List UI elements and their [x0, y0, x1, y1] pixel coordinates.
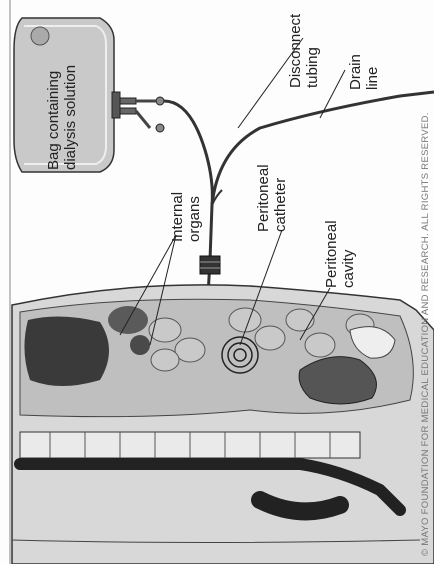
copyright-group: © MAYO FOUNDATION FOR MEDICAL EDUCATION …: [420, 112, 431, 556]
label-catheter: Peritoneal catheter: [255, 164, 289, 232]
catheter-connector: [200, 256, 220, 274]
organs-label-line1: Internal: [169, 192, 186, 242]
organs-label-line2: organs: [186, 196, 203, 242]
disconnect-label-line1: Disconnect: [287, 13, 304, 88]
label-cavity: Peritoneal cavity: [323, 220, 357, 288]
catheter-label-line1: Peritoneal: [255, 164, 272, 232]
disconnect-label-line2: tubing: [304, 47, 321, 88]
label-disconnect: Disconnect tubing: [287, 13, 321, 88]
dialysis-bag: [14, 18, 164, 172]
drain-label-line2: line: [364, 67, 381, 90]
drain-label-line1: Drain: [347, 54, 364, 90]
catheter-label-line2: catheter: [272, 178, 289, 232]
bag-label-line1: Bag containing: [45, 71, 62, 170]
cavity-label-line1: Peritoneal: [323, 220, 340, 288]
label-bag: Bag containing dialysis solution: [45, 65, 79, 170]
label-drain: Drain line: [347, 54, 381, 90]
label-organs: Internal organs: [169, 192, 203, 242]
copyright-text: © MAYO FOUNDATION FOR MEDICAL EDUCATION …: [420, 112, 431, 556]
cavity-label-line2: cavity: [340, 249, 357, 288]
bag-label-line2: dialysis solution: [62, 65, 79, 170]
body-cross-section: [12, 285, 434, 564]
